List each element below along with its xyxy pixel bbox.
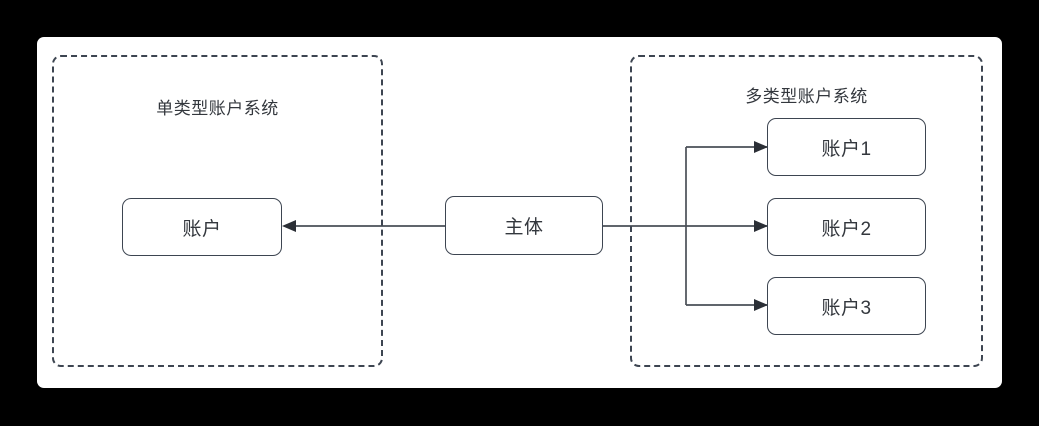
node-account-1[interactable]: 账户1 bbox=[767, 118, 926, 176]
group-multi-type-account-system: 多类型账户系统 bbox=[630, 55, 983, 367]
node-account-3[interactable]: 账户3 bbox=[767, 277, 926, 335]
group-multi-type-account-system-title: 多类型账户系统 bbox=[745, 87, 868, 106]
node-account-2[interactable]: 账户2 bbox=[767, 198, 926, 256]
group-single-type-account-system-title: 单类型账户系统 bbox=[156, 99, 279, 118]
node-account[interactable]: 账户 bbox=[122, 198, 282, 256]
node-subject[interactable]: 主体 bbox=[445, 196, 603, 255]
group-single-type-account-system: 单类型账户系统 bbox=[52, 55, 383, 367]
diagram-card: 单类型账户系统 多类型账户系统 账户 主体 账户1 账户2 账户3 bbox=[37, 37, 1002, 388]
